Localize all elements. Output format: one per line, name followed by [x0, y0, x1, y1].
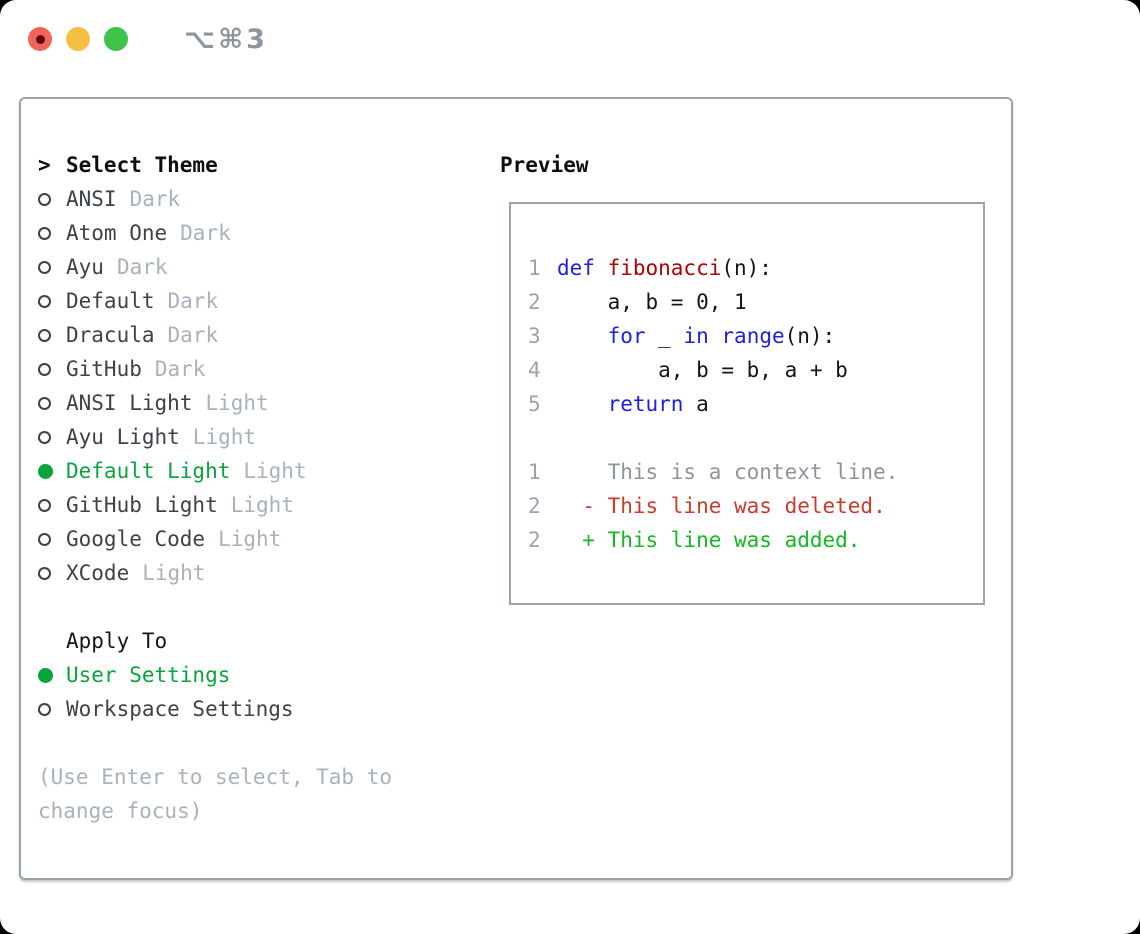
- theme-badge: Light: [218, 527, 282, 551]
- theme-list-header: > Select Theme: [38, 148, 488, 182]
- radio-unselected-icon: [38, 396, 51, 410]
- apply-to-header: Apply To: [66, 629, 168, 653]
- diff-context-text: This is a context line.: [557, 460, 899, 484]
- theme-badge: Dark: [129, 187, 181, 211]
- line-number: 1: [528, 256, 541, 280]
- diff-deleted-text: - This line was deleted.: [557, 494, 886, 518]
- theme-item-github-dark[interactable]: GitHub Dark: [38, 352, 488, 386]
- theme-item-xcode[interactable]: XCode Light: [38, 556, 488, 590]
- theme-picker-panel: > Select Theme ANSI Dark Atom One Dark A…: [19, 97, 1013, 880]
- radio-unselected-icon: [38, 566, 51, 580]
- theme-list: > Select Theme ANSI Dark Atom One Dark A…: [38, 148, 488, 828]
- theme-item-dracula-dark[interactable]: Dracula Dark: [38, 318, 488, 352]
- code-line: 2 a, b = 0, 1: [528, 285, 983, 319]
- theme-badge: Light: [192, 425, 257, 449]
- theme-badge: Light: [142, 561, 206, 585]
- code-text: [557, 392, 608, 416]
- line-number: 5: [528, 392, 541, 416]
- theme-item-ansi-light[interactable]: ANSI Light Light: [38, 386, 488, 420]
- theme-badge: Dark: [167, 323, 219, 347]
- code-keyword: return: [607, 392, 684, 416]
- radio-selected-icon: [38, 463, 53, 479]
- minimize-button[interactable]: [66, 27, 90, 51]
- radio-unselected-icon: [38, 362, 51, 376]
- radio-unselected-icon: [38, 294, 51, 308]
- code-line: 5 return a: [528, 387, 983, 421]
- theme-item-atom-one-dark[interactable]: Atom One Dark: [38, 216, 488, 250]
- theme-badge: Light: [243, 459, 307, 483]
- radio-unselected-icon: [38, 260, 51, 274]
- maximize-button[interactable]: [104, 27, 128, 51]
- radio-unselected-icon: [38, 226, 51, 240]
- diff-added-text: + This line was added.: [557, 528, 861, 552]
- preview-title: Preview: [500, 153, 589, 177]
- theme-item-github-light[interactable]: GitHub Light Light: [38, 488, 488, 522]
- code-text: (n):: [721, 256, 772, 280]
- theme-item-default-dark[interactable]: Default Dark: [38, 284, 488, 318]
- line-number: 2: [528, 494, 541, 518]
- theme-list-title: Select Theme: [66, 153, 218, 177]
- line-number: 3: [528, 324, 541, 348]
- code-line: 3 for _ in range(n):: [528, 319, 983, 353]
- code-text: [709, 324, 722, 348]
- code-text: a: [683, 392, 709, 416]
- theme-badge: Light: [230, 493, 294, 517]
- radio-selected-icon: [38, 667, 53, 683]
- line-number: 2: [528, 290, 541, 314]
- window-title: ⌥⌘3: [184, 23, 268, 55]
- radio-unselected-icon: [38, 328, 51, 342]
- line-number: 4: [528, 358, 541, 382]
- diff-deleted-line: 2 - This line was deleted.: [528, 489, 983, 523]
- section-gap: [38, 590, 488, 624]
- line-number: 2: [528, 528, 541, 552]
- code-line: 4 a, b = b, a + b: [528, 353, 983, 387]
- theme-item-ayu-dark[interactable]: Ayu Dark: [38, 250, 488, 284]
- theme-badge: Light: [205, 391, 269, 415]
- code-text: [557, 324, 608, 348]
- apply-to-user-settings[interactable]: User Settings: [38, 658, 488, 692]
- code-line: 1 def fibonacci(n):: [528, 251, 983, 285]
- theme-item-default-light[interactable]: Default Light Light: [38, 454, 488, 488]
- radio-unselected-icon: [38, 532, 51, 546]
- theme-badge: Dark: [116, 255, 168, 279]
- keyboard-hint: (Use Enter to select, Tab to change focu…: [38, 765, 393, 823]
- diff-added-line: 2 + This line was added.: [528, 523, 983, 557]
- code-keyword: in: [683, 324, 709, 348]
- cursor-icon: >: [38, 153, 51, 177]
- radio-unselected-icon: [38, 430, 51, 444]
- theme-badge: Dark: [180, 221, 231, 245]
- line-number: 1: [528, 460, 541, 484]
- radio-unselected-icon: [38, 498, 51, 512]
- titlebar: ⌥⌘3: [28, 24, 268, 55]
- theme-item-ansi-dark[interactable]: ANSI Dark: [38, 182, 488, 216]
- code-function-name: fibonacci: [607, 256, 722, 280]
- code-line-blank: [528, 421, 983, 455]
- theme-badge: Dark: [167, 289, 219, 313]
- code-keyword: for: [607, 324, 646, 348]
- radio-unselected-icon: [38, 702, 51, 716]
- theme-badge: Dark: [154, 357, 206, 381]
- diff-context-line: 1 This is a context line.: [528, 455, 983, 489]
- code-text: a, b = b, a + b: [557, 358, 848, 382]
- radio-unselected-icon: [38, 192, 51, 206]
- code-keyword: def: [557, 256, 608, 280]
- theme-item-ayu-light[interactable]: Ayu Light Light: [38, 420, 488, 454]
- theme-item-google-code[interactable]: Google Code Light: [38, 522, 488, 556]
- record-dot-icon: [35, 34, 45, 44]
- code-keyword: range: [721, 324, 785, 348]
- code-text: _: [645, 324, 684, 348]
- apply-to-workspace-settings[interactable]: Workspace Settings: [38, 692, 488, 726]
- code-text: a, b = 0, 1: [557, 290, 747, 314]
- code-text: (n):: [784, 324, 836, 348]
- close-button[interactable]: [28, 27, 52, 51]
